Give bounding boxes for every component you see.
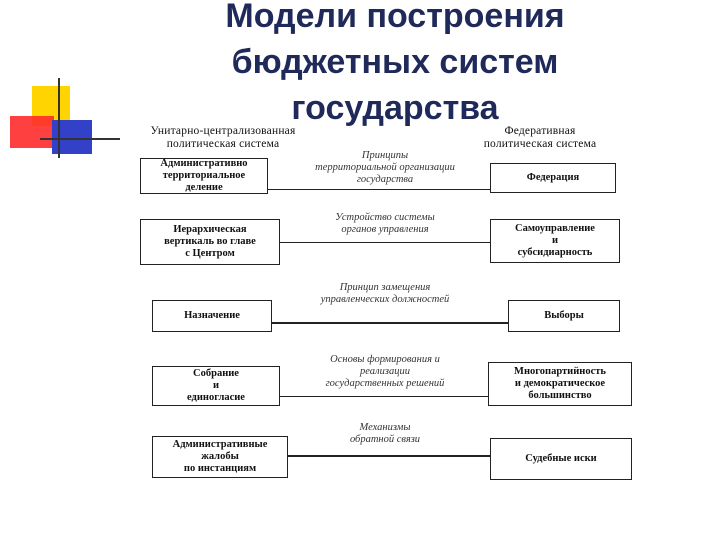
box-text: Собрание xyxy=(193,368,239,379)
box-text: Многопартийность xyxy=(514,366,606,377)
middle-text: Принципы xyxy=(361,150,409,161)
left-box-row-2: Иерархическая вертикаль во главе с Центр… xyxy=(140,219,280,265)
box-text: большинство xyxy=(528,390,592,401)
box-text: по инстанциям xyxy=(183,463,257,474)
box-text: субсидиарность xyxy=(517,247,593,258)
box-text: с Центром xyxy=(185,248,235,259)
box-text: жалобы xyxy=(201,451,239,462)
connector-row-2 xyxy=(280,242,490,243)
right-box-row-2: Самоуправление и субсидиарность xyxy=(490,219,620,263)
box-text: единогласие xyxy=(187,392,245,403)
left-box-row-5: Административные жалобы по инстанциям xyxy=(152,436,288,478)
right-box-row-5: Судебные иски xyxy=(490,438,632,480)
box-text: Выборы xyxy=(544,310,584,321)
slide-title-line-3: государства xyxy=(291,89,499,127)
left-header-line: Унитарно-централизованная xyxy=(150,125,296,137)
middle-text: территориальной организации xyxy=(315,162,455,173)
right-box-row-4: Многопартийность и демократическое больш… xyxy=(488,362,632,406)
box-text: вертикаль во главе xyxy=(164,236,256,247)
box-text: Самоуправление xyxy=(515,223,595,234)
box-text: Административно xyxy=(160,158,248,169)
connector-row-1 xyxy=(268,189,490,190)
box-text: Административные xyxy=(172,439,268,450)
decor-red-square xyxy=(10,116,54,148)
left-box-row-3: Назначение xyxy=(152,300,272,332)
left-header-line: политическая система xyxy=(166,138,280,150)
box-text: и xyxy=(212,380,220,391)
slide-title-line-2: бюджетных систем xyxy=(231,43,559,81)
middle-label-row-3: Принцип замещения управленческих должнос… xyxy=(285,282,485,306)
right-box-row-1: Федерация xyxy=(490,163,616,193)
connector-row-5 xyxy=(288,455,490,457)
middle-text: реализации xyxy=(360,366,410,377)
middle-text: государственных решений xyxy=(325,378,445,389)
middle-text: обратной связи xyxy=(349,434,421,445)
middle-text: органов управления xyxy=(341,224,429,235)
middle-text: управленческих должностей xyxy=(320,294,450,305)
middle-text: Основы формирования и xyxy=(330,354,440,365)
left-box-row-1: Административно территориальное деление xyxy=(140,158,268,194)
box-text: и демократическое xyxy=(514,378,606,389)
box-text: Федерация xyxy=(526,172,580,183)
left-column-header: Унитарно-централизованная политическая с… xyxy=(118,125,328,151)
decor-vertical-line xyxy=(58,78,60,158)
right-header-line: политическая система xyxy=(483,138,597,150)
box-text: Судебные иски xyxy=(525,453,597,464)
middle-label-row-1: Принципы территориальной организации гос… xyxy=(285,150,485,186)
connector-row-4 xyxy=(280,396,488,397)
middle-label-row-2: Устройство системы органов управления xyxy=(290,212,480,236)
box-text: территориальное xyxy=(162,170,246,181)
middle-label-row-5: Механизмы обратной связи xyxy=(300,422,470,446)
middle-label-row-4: Основы формирования и реализации государ… xyxy=(290,354,480,390)
left-box-row-4: Собрание и единогласие xyxy=(152,366,280,406)
box-text: деление xyxy=(185,182,223,193)
decor-horizontal-line xyxy=(40,138,120,140)
box-text: Назначение xyxy=(184,310,240,321)
middle-text: Принцип замещения xyxy=(339,282,431,293)
middle-text: Устройство системы xyxy=(335,212,435,223)
middle-text: государства xyxy=(356,174,414,185)
slide-title-line-1: Модели построения xyxy=(225,0,565,35)
right-header-line: Федеративная xyxy=(504,125,576,137)
middle-text: Механизмы xyxy=(359,422,411,433)
box-text: Иерархическая xyxy=(173,224,247,235)
right-column-header: Федеративная политическая система xyxy=(455,125,625,151)
right-box-row-3: Выборы xyxy=(508,300,620,332)
connector-row-3 xyxy=(272,322,508,324)
box-text: и xyxy=(551,235,559,246)
